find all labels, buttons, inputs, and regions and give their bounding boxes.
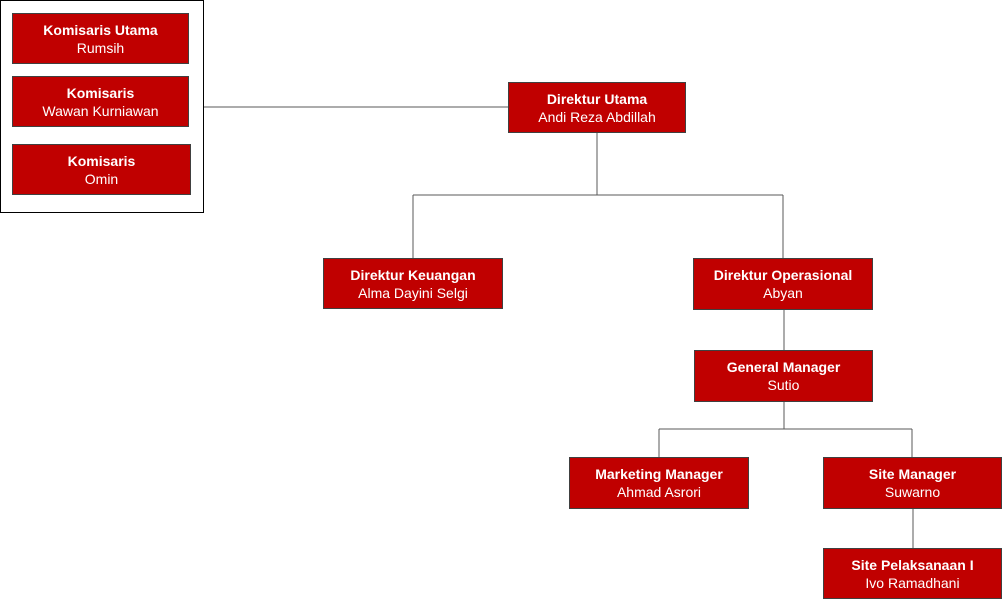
role-label: Direktur Keuangan [350, 266, 476, 283]
person-name: Sutio [767, 377, 800, 393]
box-direktur-operasional: Direktur Operasional Abyan [693, 258, 873, 310]
box-komisaris-1: Komisaris Wawan Kurniawan [12, 76, 189, 127]
person-name: Ivo Ramadhani [865, 574, 960, 591]
person-name: Omin [84, 170, 119, 187]
box-direktur-utama: Direktur Utama Andi Reza Abdillah [508, 82, 686, 133]
role-label: Marketing Manager [595, 466, 723, 482]
role-label: Direktur Operasional [713, 267, 853, 283]
person-name: Wawan Kurniawan [42, 102, 159, 119]
box-site-manager: Site Manager Suwarno [823, 457, 1002, 509]
box-site-pelaksanaan: Site Pelaksanaan I Ivo Ramadhani [823, 548, 1002, 599]
box-direktur-keuangan: Direktur Keuangan Alma Dayini Selgi [323, 258, 503, 309]
role-label: Komisaris [66, 84, 135, 101]
person-name: Suwarno [884, 484, 941, 500]
role-label: Site Pelaksanaan I [851, 556, 974, 573]
role-label: Direktur Utama [546, 90, 648, 107]
person-name: Ahmad Asrori [616, 484, 702, 500]
role-label: Komisaris Utama [43, 21, 158, 38]
box-komisaris-utama: Komisaris Utama Rumsih [12, 13, 189, 64]
person-name: Andi Reza Abdillah [538, 108, 656, 125]
person-name: Alma Dayini Selgi [358, 284, 468, 301]
role-label: Komisaris [67, 152, 136, 169]
role-label: General Manager [726, 359, 841, 375]
person-name: Abyan [763, 285, 803, 301]
box-marketing-manager: Marketing Manager Ahmad Asrori [569, 457, 749, 509]
person-name: Rumsih [76, 39, 125, 56]
box-general-manager: General Manager Sutio [694, 350, 873, 402]
box-komisaris-2: Komisaris Omin [12, 144, 191, 195]
role-label: Site Manager [868, 466, 957, 482]
